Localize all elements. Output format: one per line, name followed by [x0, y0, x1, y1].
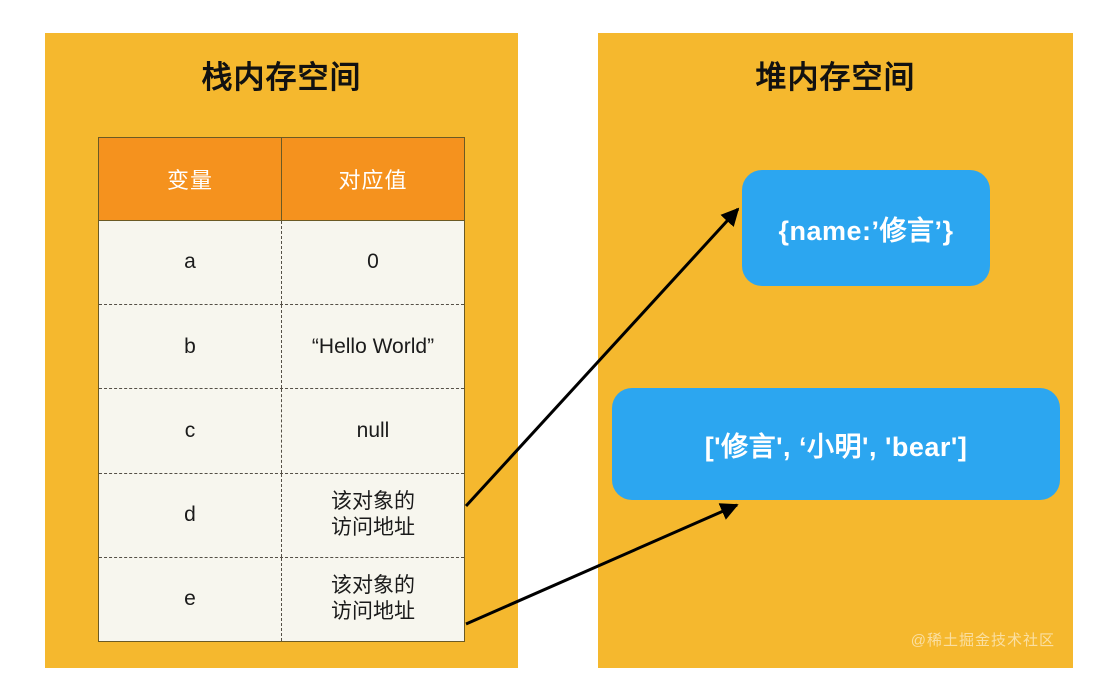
cell-value: 0	[282, 221, 464, 304]
watermark-label: @稀土掘金技术社区	[910, 632, 1055, 649]
cell-variable: d	[99, 473, 282, 557]
heap-memory-panel: 堆内存空间 {name:’修言’} ['修言', ‘小明', 'bear'] @…	[598, 33, 1073, 668]
table-header-variable: 变量	[99, 138, 282, 220]
cell-value-text: “Hello World”	[311, 334, 435, 358]
table-row: a 0	[99, 221, 464, 305]
table-row: e 该对象的 访问地址	[99, 556, 464, 642]
cell-value: 该对象的 访问地址	[282, 474, 464, 557]
heap-array-box: ['修言', ‘小明', 'bear']	[612, 388, 1060, 500]
cell-variable: e	[99, 557, 282, 642]
table-row: d 该对象的 访问地址	[99, 472, 464, 557]
cell-variable: b	[99, 305, 282, 389]
cell-variable: a	[99, 221, 282, 305]
cell-value-text: 该对象的 访问地址	[331, 574, 415, 624]
heap-object-box: {name:’修言’}	[742, 170, 990, 286]
cell-value: “Hello World”	[282, 305, 464, 388]
cell-value: null	[282, 389, 464, 472]
table-row: b “Hello World”	[99, 304, 464, 389]
cell-value-text: 该对象的 访问地址	[331, 489, 415, 540]
cell-variable: c	[99, 389, 282, 473]
table-row: c null	[99, 388, 464, 473]
cell-value: 该对象的 访问地址	[282, 558, 464, 641]
stack-panel-title: 栈内存空间	[201, 60, 362, 95]
heap-panel-title: 堆内存空间	[755, 60, 916, 95]
table-header-value: 对应值	[338, 168, 408, 193]
stack-variable-table: 变量 对应值 a 0 b “Hello World” c	[98, 137, 465, 642]
cell-value-text: null	[356, 418, 390, 442]
table-header-row: 变量 对应值	[99, 138, 464, 221]
cell-value-text: 0	[367, 250, 379, 274]
stack-memory-panel: 栈内存空间 变量 对应值 a 0 b “Hello World”	[45, 33, 518, 668]
table-body: a 0 b “Hello World” c null	[99, 221, 464, 642]
